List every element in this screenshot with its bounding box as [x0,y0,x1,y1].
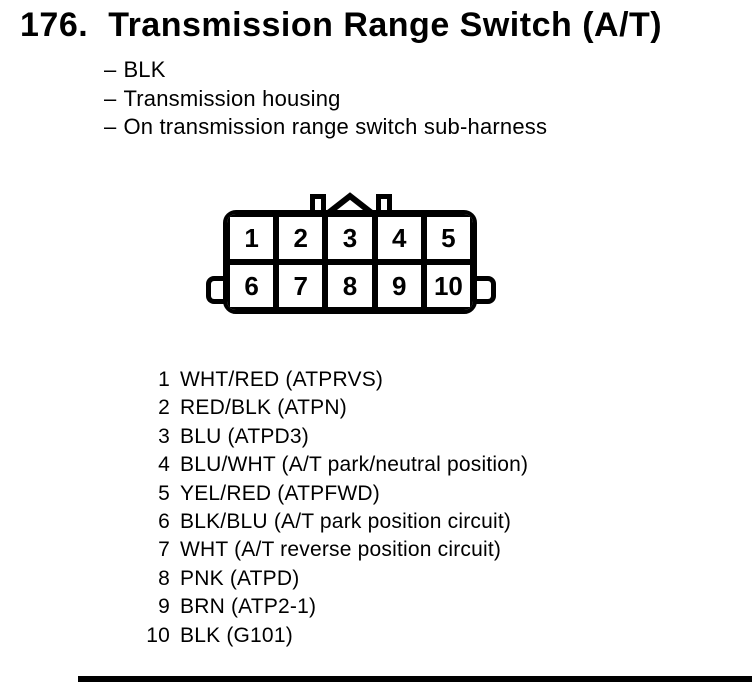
pin-number: 8 [158,566,170,590]
note-line: – Transmission housing [104,85,547,114]
connector-pin-cell-5: 5 [423,214,473,262]
pin-row: 1 WHT/RED (ATPRVS) [126,366,528,394]
dash-bullet: – [104,85,117,111]
pin-row: 5 YEL/RED (ATPFWD) [126,480,528,508]
pin-number: 7 [158,538,170,562]
connector-pin-cell-7: 7 [276,262,326,310]
pin-row: 8 PNK (ATPD) [126,565,528,593]
connector-pin-cell-3: 3 [325,214,375,262]
pin-number: 1 [158,368,170,391]
dash-bullet: – [104,57,117,82]
pin-row: 7 WHT (A/T reverse position circuit) [126,536,528,564]
pin-label: BRN (ATP2-1) [180,595,317,619]
pin-number: 10 [146,623,170,647]
pin-number: 4 [158,453,170,477]
note-line: – BLK [104,56,547,85]
pin-label: BLK/BLU (A/T park position circuit) [180,509,512,533]
pin-list: 1 WHT/RED (ATPRVS) 2 RED/BLK (ATPN) 3 BL… [126,366,528,650]
pin-row: 2 RED/BLK (ATPN) [126,394,528,422]
connector-pin-cell-6: 6 [227,262,277,310]
pin-label: BLU (ATPD3) [180,424,309,448]
pin-row: 3 BLU (ATPD3) [126,423,528,451]
pin-label: PNK (ATPD) [180,566,300,590]
pin-number: 6 [158,509,170,533]
note-text: Transmission housing [123,85,341,111]
page-title: 176. Transmission Range Switch (A/T) [20,6,662,45]
pin-label: RED/BLK (ATPN) [180,396,347,420]
connector-side-tab-right [476,276,496,304]
connector-latch-tab-left [310,194,326,214]
dash-bullet: – [104,114,117,139]
connector-latch-tab-right [376,194,392,214]
connector-pin-cell-8: 8 [325,262,375,310]
pin-label: YEL/RED (ATPFWD) [180,481,380,505]
note-text: On transmission range switch sub-harness [123,114,548,139]
pin-number: 5 [158,481,170,505]
pin-label: BLU/WHT (A/T park/neutral position) [180,453,529,477]
pin-number: 9 [158,595,170,619]
note-line: – On transmission range switch sub-harne… [104,113,547,142]
pin-number: 3 [158,424,170,448]
title-text: Transmission Range Switch (A/T) [108,6,663,44]
connector-pin-cell-9: 9 [374,262,424,310]
item-number: 176. [20,6,89,44]
connector-pin-cell-2: 2 [276,214,326,262]
pin-row: 9 BRN (ATP2-1) [126,593,528,621]
connector-pin-cell-1: 1 [227,214,277,262]
pin-label: WHT/RED (ATPRVS) [180,368,384,391]
connector-pin-cell-4: 4 [374,214,424,262]
pin-label: BLK (G101) [180,623,293,647]
connector-shell: 1 2 3 4 5 6 7 8 9 10 [223,210,477,314]
connector-side-tab-left [206,276,226,304]
page-edge-bar [78,676,752,682]
note-text: BLK [123,57,166,82]
pin-row: 6 BLK/BLU (A/T park position circuit) [126,508,528,536]
pin-row: 4 BLU/WHT (A/T park/neutral position) [126,451,528,479]
connector-latch-chevron-icon [325,192,375,216]
connector-diagram: 1 2 3 4 5 6 7 8 9 10 [206,192,496,318]
connector-pin-cell-10: 10 [423,262,473,310]
pin-row: 10 BLK (G101) [126,622,528,650]
pin-label: WHT (A/T reverse position circuit) [180,538,502,562]
pin-number: 2 [158,396,170,420]
connector-notes: – BLK – Transmission housing – On transm… [104,56,547,142]
